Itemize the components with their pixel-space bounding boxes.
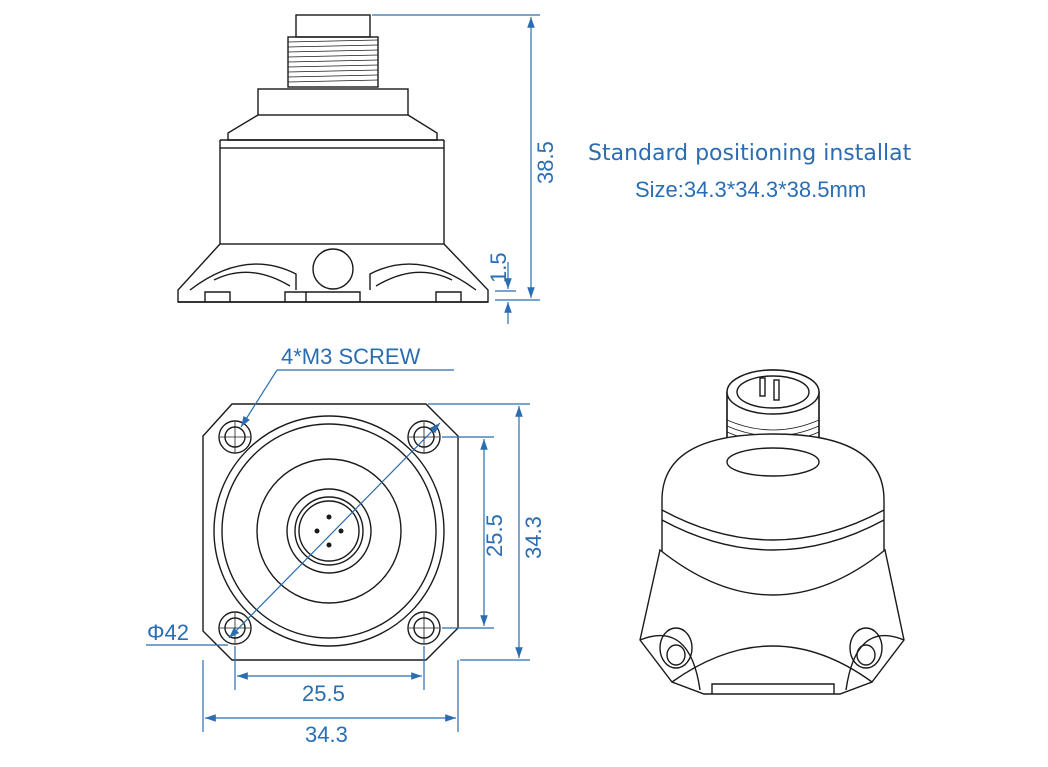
screw-holes xyxy=(218,420,441,645)
flange xyxy=(177,243,489,303)
dim-width-horizontal: 34.3 xyxy=(305,722,348,747)
side-view xyxy=(177,14,540,324)
thread-lines xyxy=(287,39,379,83)
caption-size: Size:34.3*34.3*38.5mm xyxy=(635,177,867,202)
side-hole xyxy=(312,248,354,290)
dim-width-vertical: 34.3 xyxy=(521,516,546,559)
shoulder xyxy=(227,114,438,141)
dim-diameter: Φ42 xyxy=(147,620,189,645)
base-plate xyxy=(202,403,459,661)
dim-hole-spacing-vertical: 25.5 xyxy=(482,514,507,557)
connector-cap xyxy=(295,14,371,38)
pin xyxy=(326,542,332,548)
body xyxy=(219,147,445,245)
dim-height-total: 38.5 xyxy=(533,141,558,184)
top-view xyxy=(146,369,530,732)
screw-note: 4*M3 SCREW xyxy=(281,344,421,369)
body-inner-ring xyxy=(256,458,402,604)
dim-base-thickness: 1.5 xyxy=(486,252,511,283)
pin xyxy=(326,514,332,520)
pin xyxy=(338,528,344,534)
body-outer-ring xyxy=(213,415,445,647)
caption-title: Standard positioning installat xyxy=(588,141,912,166)
collar xyxy=(257,88,409,116)
dim-hole-spacing-horizontal: 25.5 xyxy=(302,681,345,706)
pin xyxy=(314,528,320,534)
iso-view xyxy=(639,369,905,695)
